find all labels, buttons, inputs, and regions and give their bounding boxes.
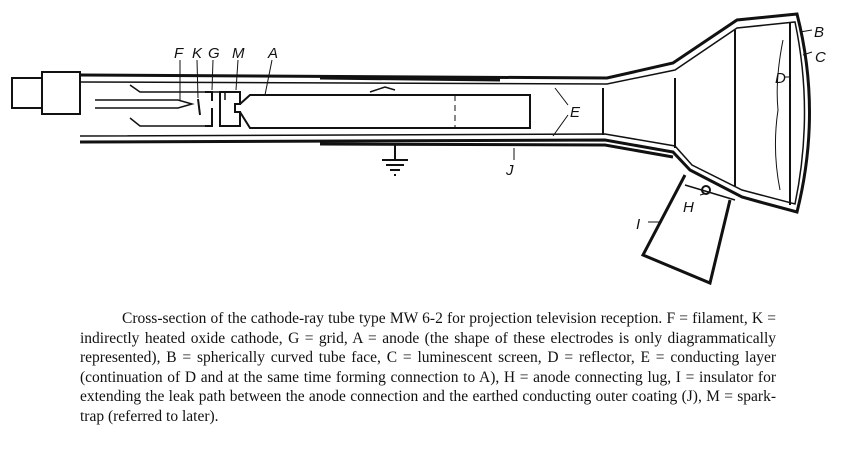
glass-envelope	[79, 12, 811, 214]
label-h: H	[683, 199, 694, 216]
spark-trap	[219, 91, 241, 127]
label-c: C	[815, 49, 826, 66]
outer-coating-j	[319, 142, 674, 159]
insulator-i	[640, 174, 732, 286]
anode-lug-h	[701, 185, 711, 195]
conducting-layer-lines	[602, 22, 791, 205]
label-k: K	[192, 45, 203, 62]
cathode	[197, 98, 201, 116]
grid	[205, 91, 213, 127]
tube-base	[41, 71, 81, 115]
label-f: F	[174, 45, 184, 62]
label-e: E	[570, 104, 581, 121]
label-g: G	[208, 45, 220, 62]
anode-lead	[369, 86, 396, 93]
base-pins	[11, 77, 43, 109]
conducting-layer-e-top	[319, 76, 501, 82]
label-j: J	[505, 162, 514, 179]
figure-caption: Cross-section of the cathode-ray tube ty…	[80, 310, 776, 425]
crt-cross-section-diagram: F K G M A E J B C D H I	[11, 12, 826, 286]
gun-wire-lower	[129, 117, 210, 127]
leader-lines	[513, 29, 813, 223]
reflector-edge	[774, 39, 784, 191]
label-d: D	[775, 70, 786, 87]
anode	[239, 94, 531, 129]
label-b: B	[814, 24, 824, 41]
filament	[95, 99, 195, 109]
label-i: I	[636, 216, 640, 233]
label-a: A	[267, 45, 278, 62]
gun-wire	[129, 84, 226, 100]
leader-lines-gun	[179, 59, 273, 100]
label-m: M	[232, 45, 245, 62]
ground-icon	[382, 145, 408, 176]
inner-wall	[79, 21, 806, 205]
